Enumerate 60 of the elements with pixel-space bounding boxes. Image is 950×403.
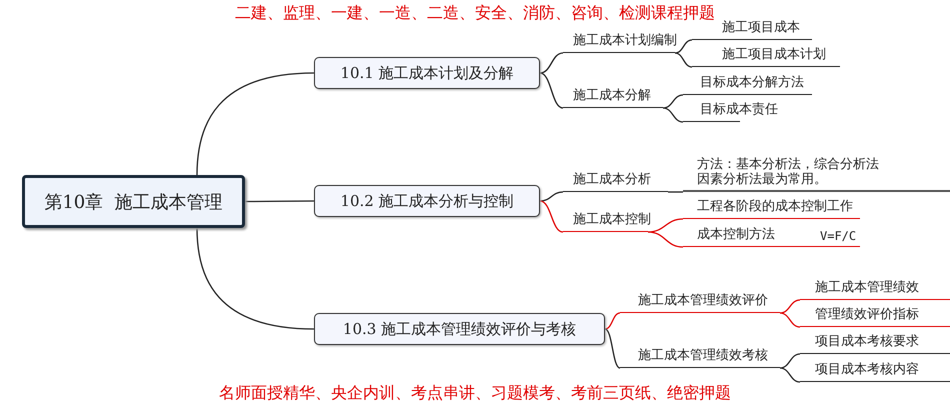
branch-underline	[563, 33, 675, 53]
banner-text: 名师面授精华、央企内训、考点串讲、习题模考、考前三页纸、绝密押题	[219, 383, 731, 402]
branch-connector	[668, 191, 683, 193]
topic-text: 施工成本分解	[573, 87, 651, 104]
branch-underline	[563, 88, 663, 108]
branch-underline	[692, 47, 840, 67]
branch-underline	[563, 172, 668, 192]
section-box: 10.2 施工成本分析与控制	[314, 185, 540, 217]
branch-connector	[604, 328, 620, 369]
section-box: 10.1 施工成本计划及分解	[314, 57, 540, 89]
branch-underline	[620, 293, 780, 313]
branch-connector	[662, 94, 684, 109]
branch-connector	[662, 107, 684, 123]
branch-connector	[780, 312, 800, 328]
topic-text: 管理绩效评价指标	[815, 306, 919, 323]
topic-text: 施工成本分析	[573, 171, 651, 188]
branch-underline	[683, 155, 950, 192]
topic-text: 施工项目成本	[722, 19, 800, 36]
branch-connector	[648, 231, 684, 248]
branch-underline	[800, 280, 950, 300]
banner-text: 二建、监理、一建、一造、二造、安全、消防、咨询、检测课程押题	[235, 3, 715, 22]
branch-underline	[683, 199, 860, 219]
topic-text: 施工成本管理绩效	[815, 279, 919, 296]
branch-connector	[674, 52, 692, 68]
topic-text: 目标成本责任	[700, 101, 778, 118]
topic-text: 方法：基本分析法，综合分析法因素分析法最为常用。	[697, 157, 880, 187]
branch-connector	[604, 312, 620, 330]
topic-text: 目标成本分解方法	[700, 74, 804, 91]
topic-text: 工程各阶段的成本控制工作	[697, 198, 853, 215]
branch-connector	[540, 191, 564, 202]
branch-connector	[196, 228, 314, 330]
topic-text: 项目成本考核内容	[815, 361, 919, 378]
branch-connector	[780, 299, 800, 314]
section-box: 10.3 施工成本管理绩效评价与考核	[314, 313, 605, 345]
branch-underline	[800, 307, 950, 327]
branch-connector	[540, 200, 564, 233]
branch-underline	[563, 212, 648, 232]
topic-text: 项目成本考核要求	[815, 333, 919, 350]
branch-connector	[780, 367, 800, 383]
topic-text: 施工成本计划编制	[573, 32, 677, 49]
branch-underline	[800, 334, 950, 354]
branch-underline	[620, 348, 780, 368]
branch-connector	[540, 72, 564, 109]
branch-underline	[692, 20, 812, 40]
topic-text: 施工成本管理绩效评价	[638, 292, 768, 309]
branch-underline	[683, 227, 810, 247]
formula-text: V=F/C	[820, 229, 856, 243]
chapter-box: 第10章 施工成本管理	[22, 175, 245, 228]
branch-connector	[196, 72, 314, 176]
branch-underline	[683, 75, 812, 95]
topic-text: 施工成本控制	[573, 211, 651, 228]
branch-underline	[800, 362, 950, 382]
topic-text: 施工成本管理绩效考核	[638, 347, 768, 364]
branch-connector	[245, 200, 314, 202]
branch-connector	[648, 218, 684, 233]
branch-connector	[674, 39, 692, 54]
branch-connector	[780, 353, 800, 369]
topic-text: 施工项目成本计划	[722, 46, 826, 63]
topic-text: 成本控制方法	[697, 226, 775, 243]
branch-connector	[540, 52, 564, 74]
